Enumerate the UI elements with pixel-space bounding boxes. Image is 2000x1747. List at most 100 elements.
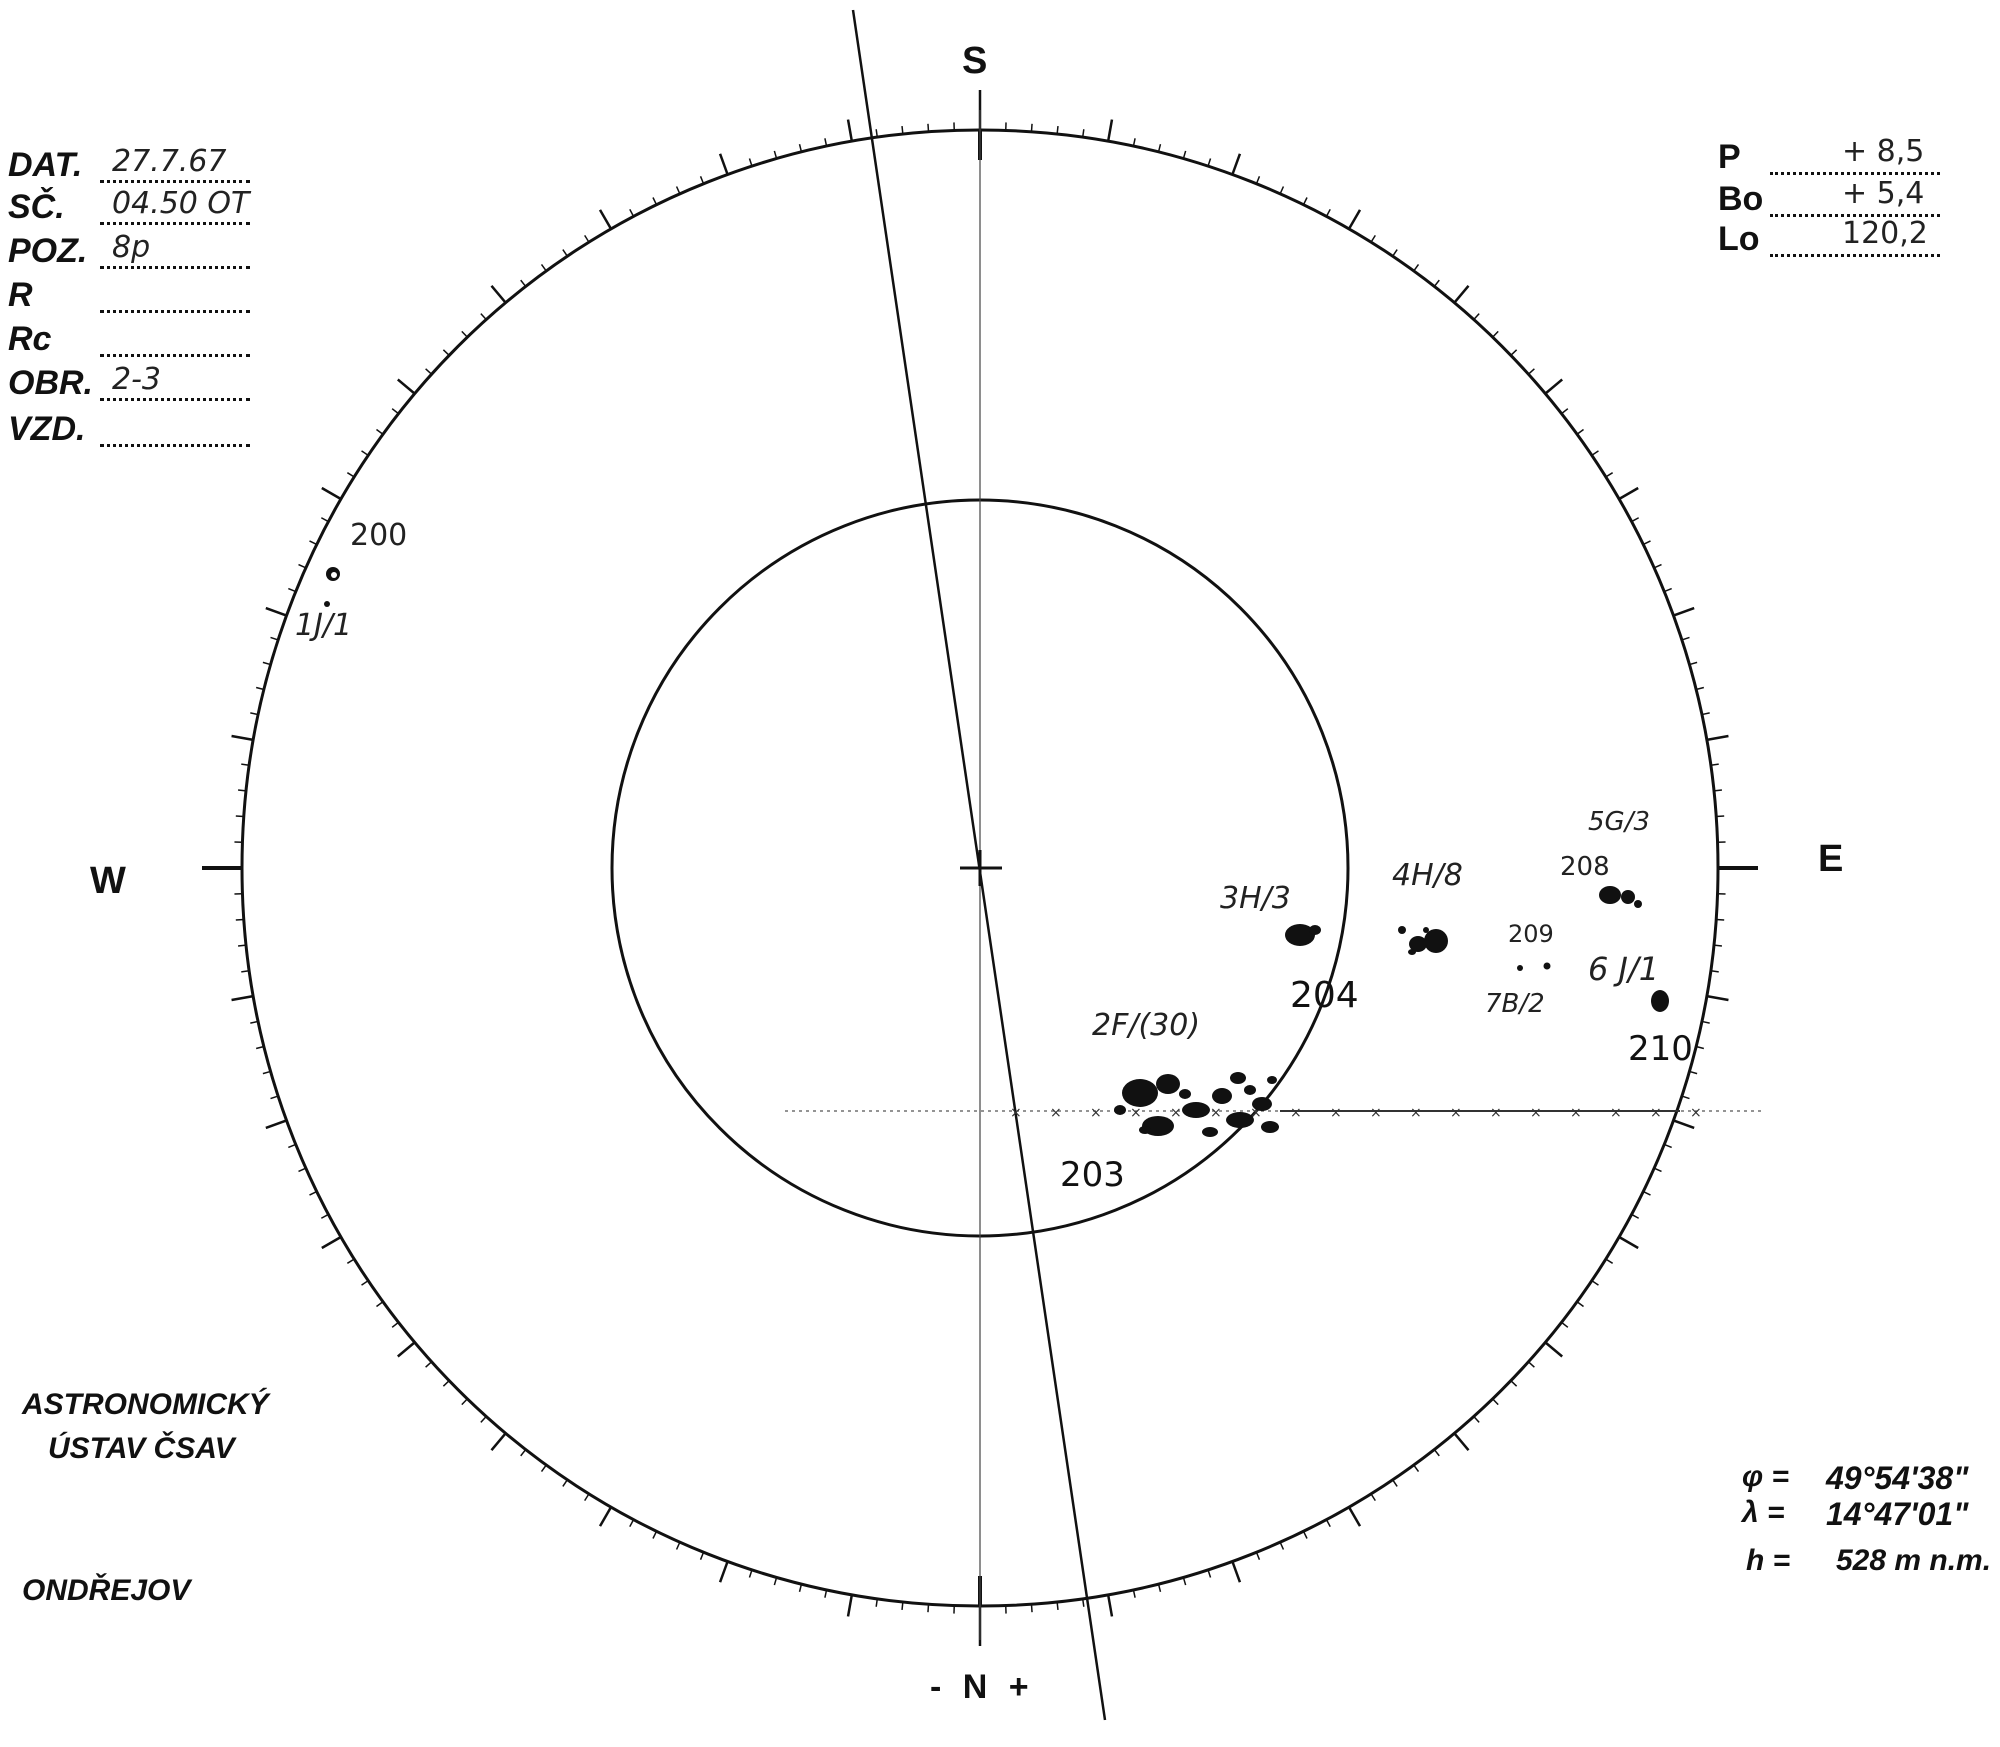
spot-number-209: 209 xyxy=(1508,920,1554,948)
limb-tick xyxy=(718,1561,729,1583)
sunspot-group-4H8 xyxy=(1398,926,1448,955)
longitude-symbol: λ = xyxy=(1742,1496,1785,1529)
latitude-cross-marks: ×××××××××××××××××× xyxy=(1010,1105,1702,1121)
spot-number-203: 203 xyxy=(1060,1155,1125,1195)
direction-north: - N + xyxy=(930,1668,1035,1706)
left-field-value: 8p xyxy=(112,230,151,265)
latitude-cross-mark: × xyxy=(1410,1105,1422,1121)
limb-tick xyxy=(1544,378,1563,395)
latitude-cross-mark: × xyxy=(1330,1105,1342,1121)
left-field-dotline xyxy=(100,222,250,225)
limb-tick xyxy=(265,1119,287,1130)
left-field-value: 27.7.67 xyxy=(112,144,227,179)
sunspot-group-204 xyxy=(1285,924,1321,946)
sunspot-group-200 xyxy=(324,567,340,607)
latitude-cross-mark: × xyxy=(1130,1105,1142,1121)
limb-tick xyxy=(1347,209,1362,230)
latitude-cross-mark: × xyxy=(1570,1105,1582,1121)
left-field-dotline xyxy=(100,444,250,447)
latitude-cross-mark: × xyxy=(1530,1105,1542,1121)
right-field-dotline xyxy=(1770,172,1940,175)
limb-tick xyxy=(1618,486,1639,501)
altitude-value: 528 m n.m. xyxy=(1836,1544,1992,1577)
sunspot-group-203 xyxy=(1114,1072,1279,1137)
limb-tick xyxy=(1231,153,1242,175)
spot-number-204: 204 xyxy=(1290,975,1359,1016)
left-field-dotline xyxy=(100,180,250,183)
limb-tick xyxy=(846,1594,854,1617)
limb-tick xyxy=(397,1341,416,1358)
limb-tick xyxy=(598,209,613,230)
direction-south: S xyxy=(962,40,988,82)
sunspot-group-209 xyxy=(1517,962,1551,971)
longitude-value: 14°47'01" xyxy=(1826,1496,1969,1532)
left-field-value: 2-3 xyxy=(112,362,161,397)
direction-west: W xyxy=(90,860,126,902)
latitude-cross-mark: × xyxy=(1690,1105,1702,1121)
right-field-label: P xyxy=(1718,138,1741,176)
latitude-cross-mark: × xyxy=(1250,1105,1262,1121)
sunspot-group-208 xyxy=(1599,886,1642,908)
left-field-label: VZD. xyxy=(8,410,86,448)
spot-class-209: 7B/2 xyxy=(1485,989,1545,1019)
sunspot-group-210 xyxy=(1651,990,1669,1012)
limb-tick xyxy=(1544,1341,1563,1358)
limb-tick xyxy=(231,994,254,1002)
limb-tick xyxy=(1618,1235,1639,1250)
institution-line1: ASTRONOMICKÝ xyxy=(22,1388,269,1421)
limb-tick xyxy=(1231,1561,1242,1583)
spot-class-203: 2F/(30) xyxy=(1092,1008,1200,1043)
latitude-cross-mark: × xyxy=(1290,1105,1302,1121)
left-field-dotline xyxy=(100,266,250,269)
spot-number-200: 200 xyxy=(350,518,407,553)
latitude-cross-mark: × xyxy=(1090,1105,1102,1121)
left-field-label: R xyxy=(8,276,33,314)
right-field-value: 120,2 xyxy=(1842,216,1928,251)
limb-tick xyxy=(598,1506,613,1527)
spot-class-4H8: 4H/8 xyxy=(1392,858,1463,893)
limb-tick xyxy=(321,1235,342,1250)
latitude-cross-mark: × xyxy=(1210,1105,1222,1121)
right-field-value: + 5,4 xyxy=(1842,176,1925,211)
latitude-cross-mark: × xyxy=(1450,1105,1462,1121)
limb-tick xyxy=(1106,1594,1114,1617)
latitude-cross-mark: × xyxy=(1610,1105,1622,1121)
latitude-cross-mark: × xyxy=(1050,1105,1062,1121)
spot-number-210: 210 xyxy=(1628,1029,1693,1069)
latitude-cross-mark: × xyxy=(1490,1105,1502,1121)
spot-class-204: 3H/3 xyxy=(1220,881,1291,916)
latitude-value: 49°54'38" xyxy=(1826,1460,1969,1496)
left-field-label: Rc xyxy=(8,320,52,358)
left-field-label: POZ. xyxy=(8,232,88,270)
latitude-cross-mark: × xyxy=(1170,1105,1182,1121)
left-field-dotline xyxy=(100,398,250,401)
limb-tick xyxy=(321,486,342,501)
right-field-value: + 8,5 xyxy=(1842,134,1925,169)
limb-tick xyxy=(397,378,416,395)
spot-class-210: 6 J/1 xyxy=(1588,950,1659,988)
limb-tick xyxy=(846,119,854,142)
spot-class-200: 1J/1 xyxy=(295,608,352,643)
limb-tick xyxy=(1106,119,1114,142)
altitude-symbol: h = xyxy=(1746,1544,1791,1577)
limb-tick xyxy=(1347,1506,1362,1527)
institution-line3: ONDŘEJOV xyxy=(22,1574,191,1607)
left-field-value: 04.50 OT xyxy=(112,186,250,221)
limb-tick xyxy=(490,285,507,304)
left-field-label: OBR. xyxy=(8,364,93,402)
latitude-cross-mark: × xyxy=(1370,1105,1382,1121)
limb-tick xyxy=(1673,1119,1695,1130)
left-field-label: DAT. xyxy=(8,146,83,184)
left-field-dotline xyxy=(100,310,250,313)
latitude-cross-mark: × xyxy=(1650,1105,1662,1121)
limb-tick xyxy=(1453,1432,1470,1451)
left-field-dotline xyxy=(100,354,250,357)
right-field-label: Bo xyxy=(1718,180,1764,218)
limb-tick xyxy=(718,153,729,175)
limb-tick xyxy=(231,734,254,742)
right-field-dotline xyxy=(1770,214,1940,217)
limb-tick xyxy=(1453,285,1470,304)
limb-tick xyxy=(1673,606,1695,617)
spot-number-208: 208 xyxy=(1560,852,1610,882)
